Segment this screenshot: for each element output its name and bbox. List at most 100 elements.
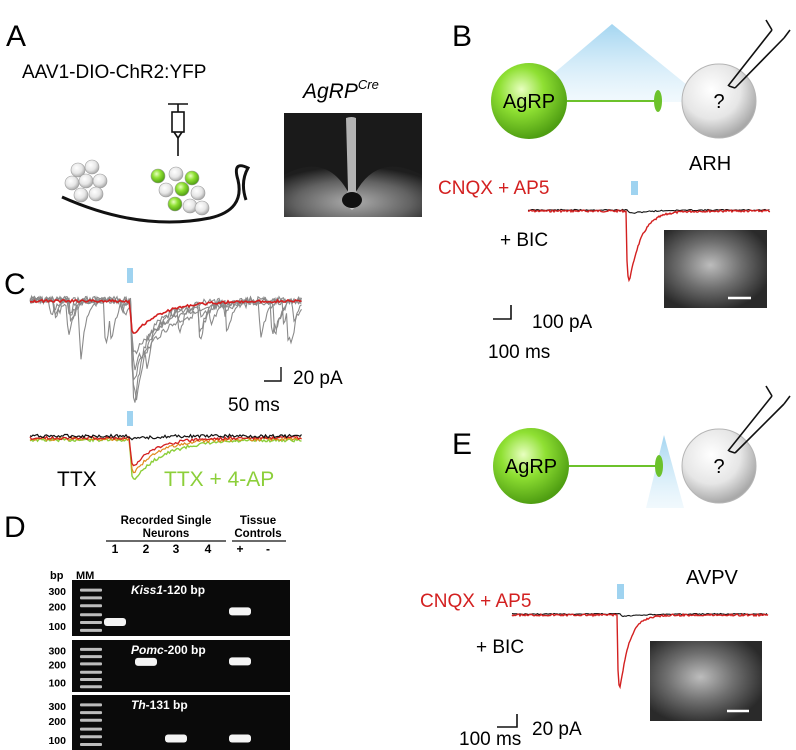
gel-band (229, 607, 251, 616)
gel-title: Th-131 bp (131, 698, 188, 712)
trace-c-sweep (29, 295, 302, 382)
agrp-cell-label-b: AgRP (503, 91, 555, 113)
gel-background (72, 580, 290, 636)
group-label-recorded: Recorded Single (121, 515, 212, 527)
ladder-band (80, 662, 102, 666)
agrp-cell-label-e: AgRP (505, 456, 557, 478)
ladder-band (80, 604, 102, 608)
ladder-band (80, 613, 102, 617)
light-cone-e (646, 435, 684, 508)
panel-letter-a: A (6, 20, 26, 53)
trace-c-sweeps (29, 294, 303, 403)
ladder-band (80, 718, 102, 722)
light-pulse-c (127, 268, 133, 283)
lane-label: + (236, 542, 243, 556)
drug-label-b: CNQX + AP5 (438, 178, 549, 199)
trace-e-control (511, 612, 769, 690)
trace-e-bic (511, 612, 768, 618)
light-pulse-c2 (127, 411, 133, 426)
patch-pipette-icon-e (727, 385, 791, 454)
virus-label: AAV1-DIO-ChR2:YFP (22, 62, 206, 83)
ladder-band (80, 647, 102, 651)
gel-tick-label: 100 (48, 621, 66, 633)
patch-pipette-icon (727, 19, 791, 89)
gel-band (135, 657, 157, 666)
ladder-band (80, 678, 102, 682)
synapse-b (654, 90, 662, 112)
trace-c-sweep (29, 294, 302, 401)
gel-title: Pomc-200 bp (131, 643, 206, 657)
scale-y-c: 20 pA (293, 368, 343, 389)
panel-letter-d: D (4, 511, 26, 544)
micrograph-b (664, 230, 767, 308)
panel-letter-e: E (452, 428, 472, 461)
trace-c-ttx (29, 433, 302, 441)
unlabeled-cell-cluster (64, 159, 108, 203)
panel-e: E AgRP ? AVPV CNQX + AP5 + BIC 20 pA 100… (420, 385, 791, 750)
panel-letter-b: B (452, 20, 472, 53)
gel-tick-label: 100 (48, 678, 66, 690)
ladder-band (80, 743, 102, 746)
bic-label-b: + BIC (500, 230, 548, 251)
ladder-band (80, 727, 102, 731)
agrp-cell-b (491, 63, 567, 139)
light-pulse-e (617, 584, 624, 599)
group-label-tissue: Tissue (240, 515, 276, 527)
lane-label: 1 (112, 542, 119, 556)
scale-bar-b (493, 305, 512, 320)
drug-label-e: CNQX + AP5 (420, 591, 531, 612)
ladder-band (80, 711, 102, 715)
trace-b-control (527, 208, 771, 283)
ttx-label: TTX (57, 468, 97, 491)
light-cone-b (520, 24, 708, 102)
target-cell-b (681, 63, 757, 139)
scale-x-e: 100 ms (459, 729, 521, 750)
lane-label: 4 (205, 542, 212, 556)
gel-th: 300 200 100 Th-131 bp (48, 695, 290, 750)
lane-label: 3 (173, 542, 180, 556)
gel-tick-label: 300 (48, 586, 66, 598)
lane-label: 2 (143, 542, 150, 556)
gel-band (229, 657, 251, 666)
region-label-b: ARH (689, 153, 731, 175)
scale-bar-e (497, 714, 518, 728)
gel-tick-label: 200 (48, 716, 66, 728)
group-label-controls: Controls (234, 528, 281, 540)
trace-c-control-2 (29, 435, 302, 467)
gel-tick-label: 300 (48, 701, 66, 713)
panel-c: C 20 pA 50 ms TTX TTX + 4-AP (4, 268, 343, 491)
panel-letter-c: C (4, 268, 26, 301)
scale-x-b: 100 ms (488, 342, 550, 363)
ladder-band (80, 628, 102, 632)
panel-d: D Recorded Single Neurons Tissue Control… (4, 511, 290, 750)
syringe-icon (168, 103, 188, 156)
gel-tick-label: 100 (48, 735, 66, 747)
brain-outline (61, 164, 251, 224)
ladder-band (80, 685, 102, 689)
synapse-e (655, 455, 663, 477)
trace-c-sweep (29, 296, 303, 360)
gel-tick-label: 300 (48, 645, 66, 657)
ladder-band (80, 621, 102, 625)
light-pulse-b (631, 181, 638, 195)
gel-background (72, 640, 290, 692)
transduced-cell-cluster (150, 166, 210, 216)
panel-a: A AAV1-DIO-ChR2:YFP (6, 20, 422, 224)
ladder-band (80, 703, 102, 707)
ttx-4ap-label: TTX + 4-AP (164, 468, 274, 491)
agrp-cre-label: AgRPCre (301, 77, 379, 103)
trace-c-intermediate (29, 436, 302, 474)
target-cell-label-e: ? (713, 456, 724, 478)
panel-b: B AgRP ? ARH CNQX + AP5 + BIC 100 pA (438, 19, 791, 363)
ladder-band (80, 588, 102, 592)
mm-label: MM (76, 570, 94, 582)
gel-band (165, 734, 187, 743)
bic-label-e: + BIC (476, 637, 524, 658)
trace-c-average (29, 298, 302, 334)
micrograph-e (650, 641, 762, 721)
target-cell-label-b: ? (713, 91, 724, 113)
